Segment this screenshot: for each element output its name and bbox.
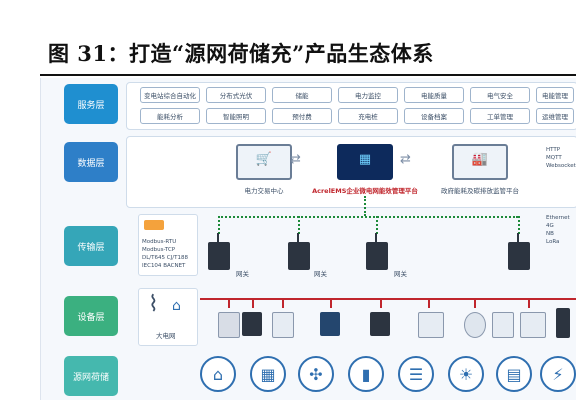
layer-label-data: 数据层 bbox=[64, 142, 118, 182]
architecture-diagram bbox=[40, 78, 576, 400]
factory-monitor-icon: 🏭 bbox=[452, 144, 508, 180]
layer-label-device: 设备层 bbox=[64, 296, 118, 336]
protocol-label: IEC104 bbox=[142, 263, 162, 269]
protocol-label: 4G bbox=[546, 223, 554, 229]
protocol-label: Modbus-RTU bbox=[142, 239, 177, 245]
uplink-line bbox=[364, 196, 366, 216]
gateway-link-line bbox=[298, 216, 300, 234]
bidirectional-arrow-icon: ⇄ bbox=[400, 152, 411, 167]
wireless-protocol-list: Ethernet 4G NB LoRa bbox=[546, 214, 570, 246]
gateway-label: 网关 bbox=[236, 270, 249, 278]
cloud-protocol-list: HTTP MQTT Websocket bbox=[546, 146, 576, 170]
bus-drop bbox=[252, 298, 254, 308]
grid-label: 大电网 bbox=[156, 332, 176, 340]
insulation-monitor-icon bbox=[370, 312, 390, 336]
bus-drop bbox=[228, 298, 230, 308]
gateway-device-icon bbox=[366, 233, 388, 270]
grid-card bbox=[138, 288, 198, 346]
bus-drop bbox=[428, 298, 430, 308]
layer-label-transport: 传输层 bbox=[64, 226, 118, 266]
bus-drop bbox=[528, 298, 530, 308]
service-chip: 储能 bbox=[272, 87, 332, 103]
bidirectional-arrow-icon: ⇄ bbox=[290, 152, 301, 167]
platform-government: 🏭 政府能耗及碳排放监管平台 bbox=[420, 144, 540, 195]
bus-drop bbox=[474, 298, 476, 308]
multifunction-meter-icon bbox=[272, 312, 294, 338]
house-solar-icon: ⌂ bbox=[200, 356, 236, 392]
transmission-tower-icon: ⌇ bbox=[148, 292, 159, 317]
platform-label: 电力交易中心 bbox=[244, 187, 284, 195]
gateway-link-line bbox=[218, 216, 220, 234]
protocol-label: Websocket bbox=[546, 163, 576, 169]
gateway-link-line bbox=[518, 216, 520, 234]
service-chip: 运维管理 bbox=[536, 108, 574, 124]
platform-acrel-ems: ▦ AcrelEMS企业微电网能效管理平台 bbox=[310, 144, 420, 195]
service-chip: 智能照明 bbox=[206, 108, 266, 124]
service-chip: 电能质量 bbox=[404, 87, 464, 103]
protocol-label: HTTP bbox=[546, 147, 561, 153]
meter-cabinet-icon: ▤ bbox=[496, 356, 532, 392]
gateway-device-icon bbox=[288, 233, 310, 270]
gateway-link-line bbox=[376, 216, 378, 234]
charging-module-icon bbox=[556, 308, 570, 338]
figure-title: 图 31：打造“源网荷储充”产品生态体系 bbox=[48, 41, 434, 66]
service-chip: 电力监控 bbox=[338, 87, 398, 103]
gateway-label: 网关 bbox=[314, 270, 327, 278]
service-chip: 工单管理 bbox=[470, 108, 530, 124]
solar-panel-icon: ▦ bbox=[250, 356, 286, 392]
dashboard-monitor-icon: ▦ bbox=[337, 144, 393, 180]
rs485-module-icon bbox=[144, 220, 164, 230]
platform-trading-center: 🛒 电力交易中心 bbox=[214, 144, 314, 195]
harmonic-analyzer-icon bbox=[320, 312, 340, 336]
service-chip: 电气安全 bbox=[470, 87, 530, 103]
prepaid-meter-icon bbox=[520, 312, 546, 338]
temperature-sensor-icon bbox=[464, 312, 486, 338]
protocol-label: Ethernet bbox=[546, 215, 570, 221]
service-chip: 能耗分析 bbox=[140, 108, 200, 124]
protocol-label: Modbus-TCP bbox=[142, 247, 176, 253]
platform-label: 政府能耗及碳排放监管平台 bbox=[441, 187, 519, 195]
lightbulb-icon: ☀ bbox=[448, 356, 484, 392]
fieldbus-protocol-list: Modbus-RTU Modbus-TCP DL/T645 CJ/T188 IE… bbox=[142, 238, 196, 270]
air-conditioner-icon: ☰ bbox=[398, 356, 434, 392]
platform-label: AcrelEMS企业微电网能效管理平台 bbox=[312, 187, 418, 195]
gateway-device-icon bbox=[208, 233, 230, 270]
power-bus bbox=[200, 298, 576, 300]
bus-drop bbox=[330, 298, 332, 308]
protocol-label: DL/T645 bbox=[142, 255, 166, 261]
gateway-link-line bbox=[218, 216, 518, 218]
gateway-device-icon bbox=[508, 233, 530, 270]
bus-drop bbox=[282, 298, 284, 308]
protocol-label: LoRa bbox=[546, 239, 560, 245]
service-chip: 设备档案 bbox=[404, 108, 464, 124]
layer-label-service: 服务层 bbox=[64, 84, 118, 124]
service-chip: 电能管理 bbox=[536, 87, 574, 103]
bus-drop bbox=[380, 298, 382, 308]
protection-relay-icon bbox=[218, 312, 240, 338]
gateway-label: 网关 bbox=[394, 270, 407, 278]
protocol-label: MQTT bbox=[546, 155, 562, 161]
service-chip: 预付费 bbox=[272, 108, 332, 124]
shopping-cart-monitor-icon: 🛒 bbox=[236, 144, 292, 180]
protocol-label: NB bbox=[546, 231, 554, 237]
smart-breaker-icon bbox=[492, 312, 514, 338]
din-rail-meter-icon bbox=[418, 312, 444, 338]
service-chip: 分布式光伏 bbox=[206, 87, 266, 103]
protocol-label: BACNET bbox=[163, 263, 186, 269]
power-meter-icon bbox=[242, 312, 262, 336]
house-icon: ⌂ bbox=[172, 298, 181, 314]
protocol-label: CJ/T188 bbox=[166, 255, 188, 261]
ev-charger-icon: ⚡ bbox=[540, 356, 576, 392]
title-rule bbox=[40, 74, 576, 76]
layer-label-equipment: 源网荷储 bbox=[64, 356, 118, 396]
battery-icon: ▮ bbox=[348, 356, 384, 392]
service-chip: 变电站综合自动化 bbox=[140, 87, 200, 103]
wind-turbine-icon: ✣ bbox=[298, 356, 334, 392]
service-chip: 充电桩 bbox=[338, 108, 398, 124]
